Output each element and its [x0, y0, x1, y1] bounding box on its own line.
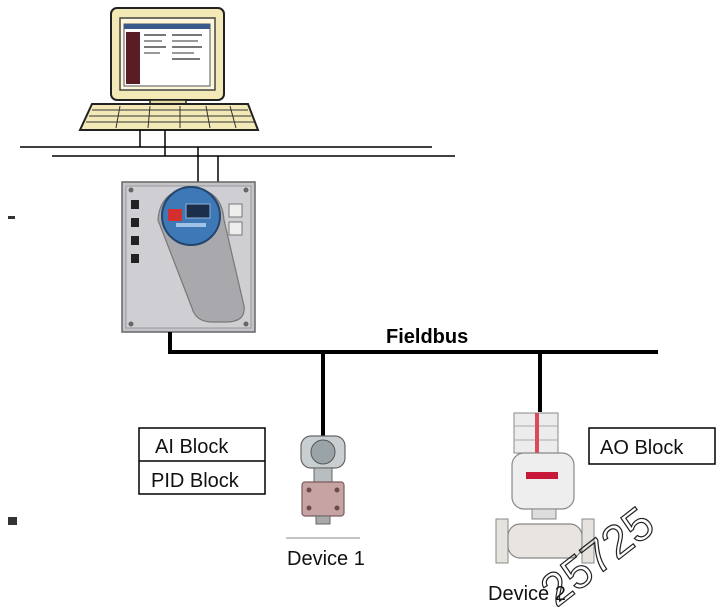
device1-label: Device 1	[287, 548, 365, 570]
device2-label: Device 2	[488, 583, 566, 605]
device2-block-box	[588, 427, 716, 465]
fieldbus-trunk	[168, 332, 658, 438]
margin-mark	[8, 216, 15, 219]
status-leds	[131, 200, 139, 263]
monitor-screen	[123, 23, 211, 87]
control-valve	[495, 412, 595, 564]
port	[228, 203, 243, 218]
fieldbus-label: Fieldbus	[386, 326, 468, 348]
margin-mark	[8, 517, 17, 525]
ao-block-label: AO Block	[600, 437, 684, 459]
keyboard	[78, 103, 260, 131]
workstation-computer	[78, 7, 260, 131]
valve-badge	[526, 472, 558, 479]
device1-block-group	[138, 427, 266, 495]
pid-block-label: PID Block	[151, 470, 240, 492]
host-network	[20, 130, 455, 182]
linking-device	[121, 181, 256, 333]
pressure-transmitter	[286, 435, 360, 539]
ai-block-label: AI Block	[155, 436, 229, 458]
port	[228, 221, 243, 236]
